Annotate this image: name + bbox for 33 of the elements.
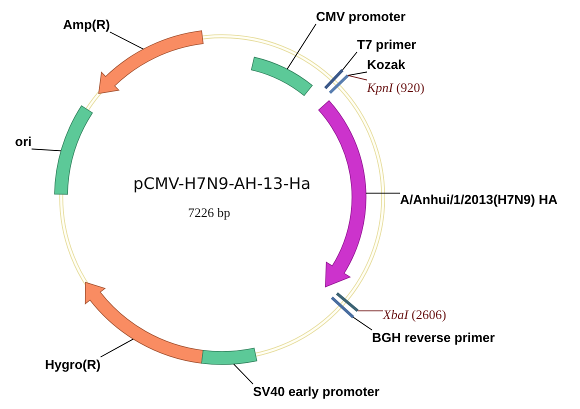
restriction-site-label: XbaI (2606) bbox=[383, 307, 446, 322]
primer-label: T7 primer bbox=[357, 37, 416, 52]
leader-line bbox=[347, 74, 368, 80]
leader-line bbox=[286, 24, 316, 70]
marker-tick bbox=[324, 69, 344, 90]
feature-band bbox=[54, 105, 93, 195]
feature-label: Kozak bbox=[367, 57, 406, 72]
leader-line bbox=[31, 148, 62, 152]
leader-line bbox=[110, 32, 144, 50]
feature-label: CMV promoter bbox=[316, 9, 406, 24]
leader-line bbox=[347, 72, 368, 76]
primer-label: BGH reverse primer bbox=[372, 330, 495, 345]
feature-label: SV40 early promoter bbox=[253, 384, 380, 399]
leader-line bbox=[357, 310, 384, 312]
leader-line bbox=[342, 52, 358, 70]
feature-label: A/Anhui/1/2013(H7N9) HA bbox=[400, 192, 558, 207]
marker-tick bbox=[336, 292, 359, 312]
restriction-site-label: KpnI (920) bbox=[367, 80, 424, 95]
marker-tick bbox=[328, 74, 349, 94]
leader-line bbox=[352, 316, 372, 330]
leader-line bbox=[366, 192, 400, 194]
feature-label: ori bbox=[15, 134, 32, 149]
feature-band bbox=[201, 348, 258, 365]
leader-line bbox=[233, 364, 254, 384]
gene-feature bbox=[98, 30, 204, 94]
marker-tick bbox=[330, 296, 354, 318]
plasmid-name: pCMV-H7N9-AH-13-Ha bbox=[133, 174, 311, 193]
leader-line bbox=[100, 338, 134, 358]
feature-label: Amp(R) bbox=[63, 17, 110, 32]
feature-band bbox=[250, 56, 313, 96]
gene-feature bbox=[318, 100, 366, 288]
plasmid-size: 7226 bp bbox=[188, 205, 230, 220]
feature-label: Hygro(R) bbox=[45, 357, 101, 372]
